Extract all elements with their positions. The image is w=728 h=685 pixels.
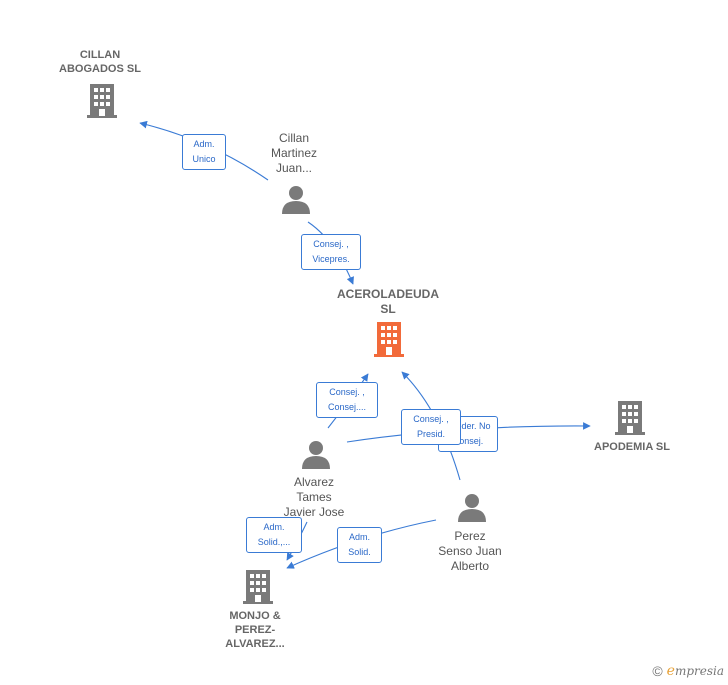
copyright-symbol: © [652, 663, 663, 679]
edge-label-adm-solid-perez: Adm. Solid. [337, 527, 382, 563]
node-label-apodemia[interactable]: APODEMIA SL [594, 441, 670, 453]
building-icon [374, 322, 404, 357]
building-icon [87, 84, 117, 118]
edge-label-consej-presid: Consej. , Presid. [401, 409, 461, 445]
node-label-alvarez-tames[interactable]: Alvarez Tames Javier Jose [283, 475, 345, 519]
node-label-perez-senso[interactable]: Perez Senso Juan Alberto [438, 529, 502, 573]
building-icon [615, 401, 645, 435]
person-icon [302, 441, 330, 469]
brand-logo[interactable]: © empresia [652, 663, 724, 679]
edge-label-adm-solid-alvarez: Adm. Solid.,... [246, 517, 302, 553]
edge-label-consej-vicepres: Consej. , Vicepres. [301, 234, 361, 270]
node-label-monjo-perez[interactable]: MONJO & PEREZ- ALVAREZ... [225, 610, 285, 650]
person-icon [458, 494, 486, 522]
node-label-cillan-martinez[interactable]: Cillan Martinez Juan... [270, 131, 317, 175]
person-icon [282, 186, 310, 214]
brand-e-letter: e [666, 663, 675, 679]
edge-label-adm-unico: Adm. Unico [182, 134, 226, 170]
building-icon [243, 570, 273, 604]
brand-name: mpresia [674, 664, 724, 678]
node-label-aceroladeuda[interactable]: ACEROLADEUDA SL [337, 287, 439, 316]
node-label-cillan-abogados[interactable]: CILLAN ABOGADOS SL [59, 49, 141, 75]
edge-label-consej-consej: Consej. , Consej.... [316, 382, 378, 418]
